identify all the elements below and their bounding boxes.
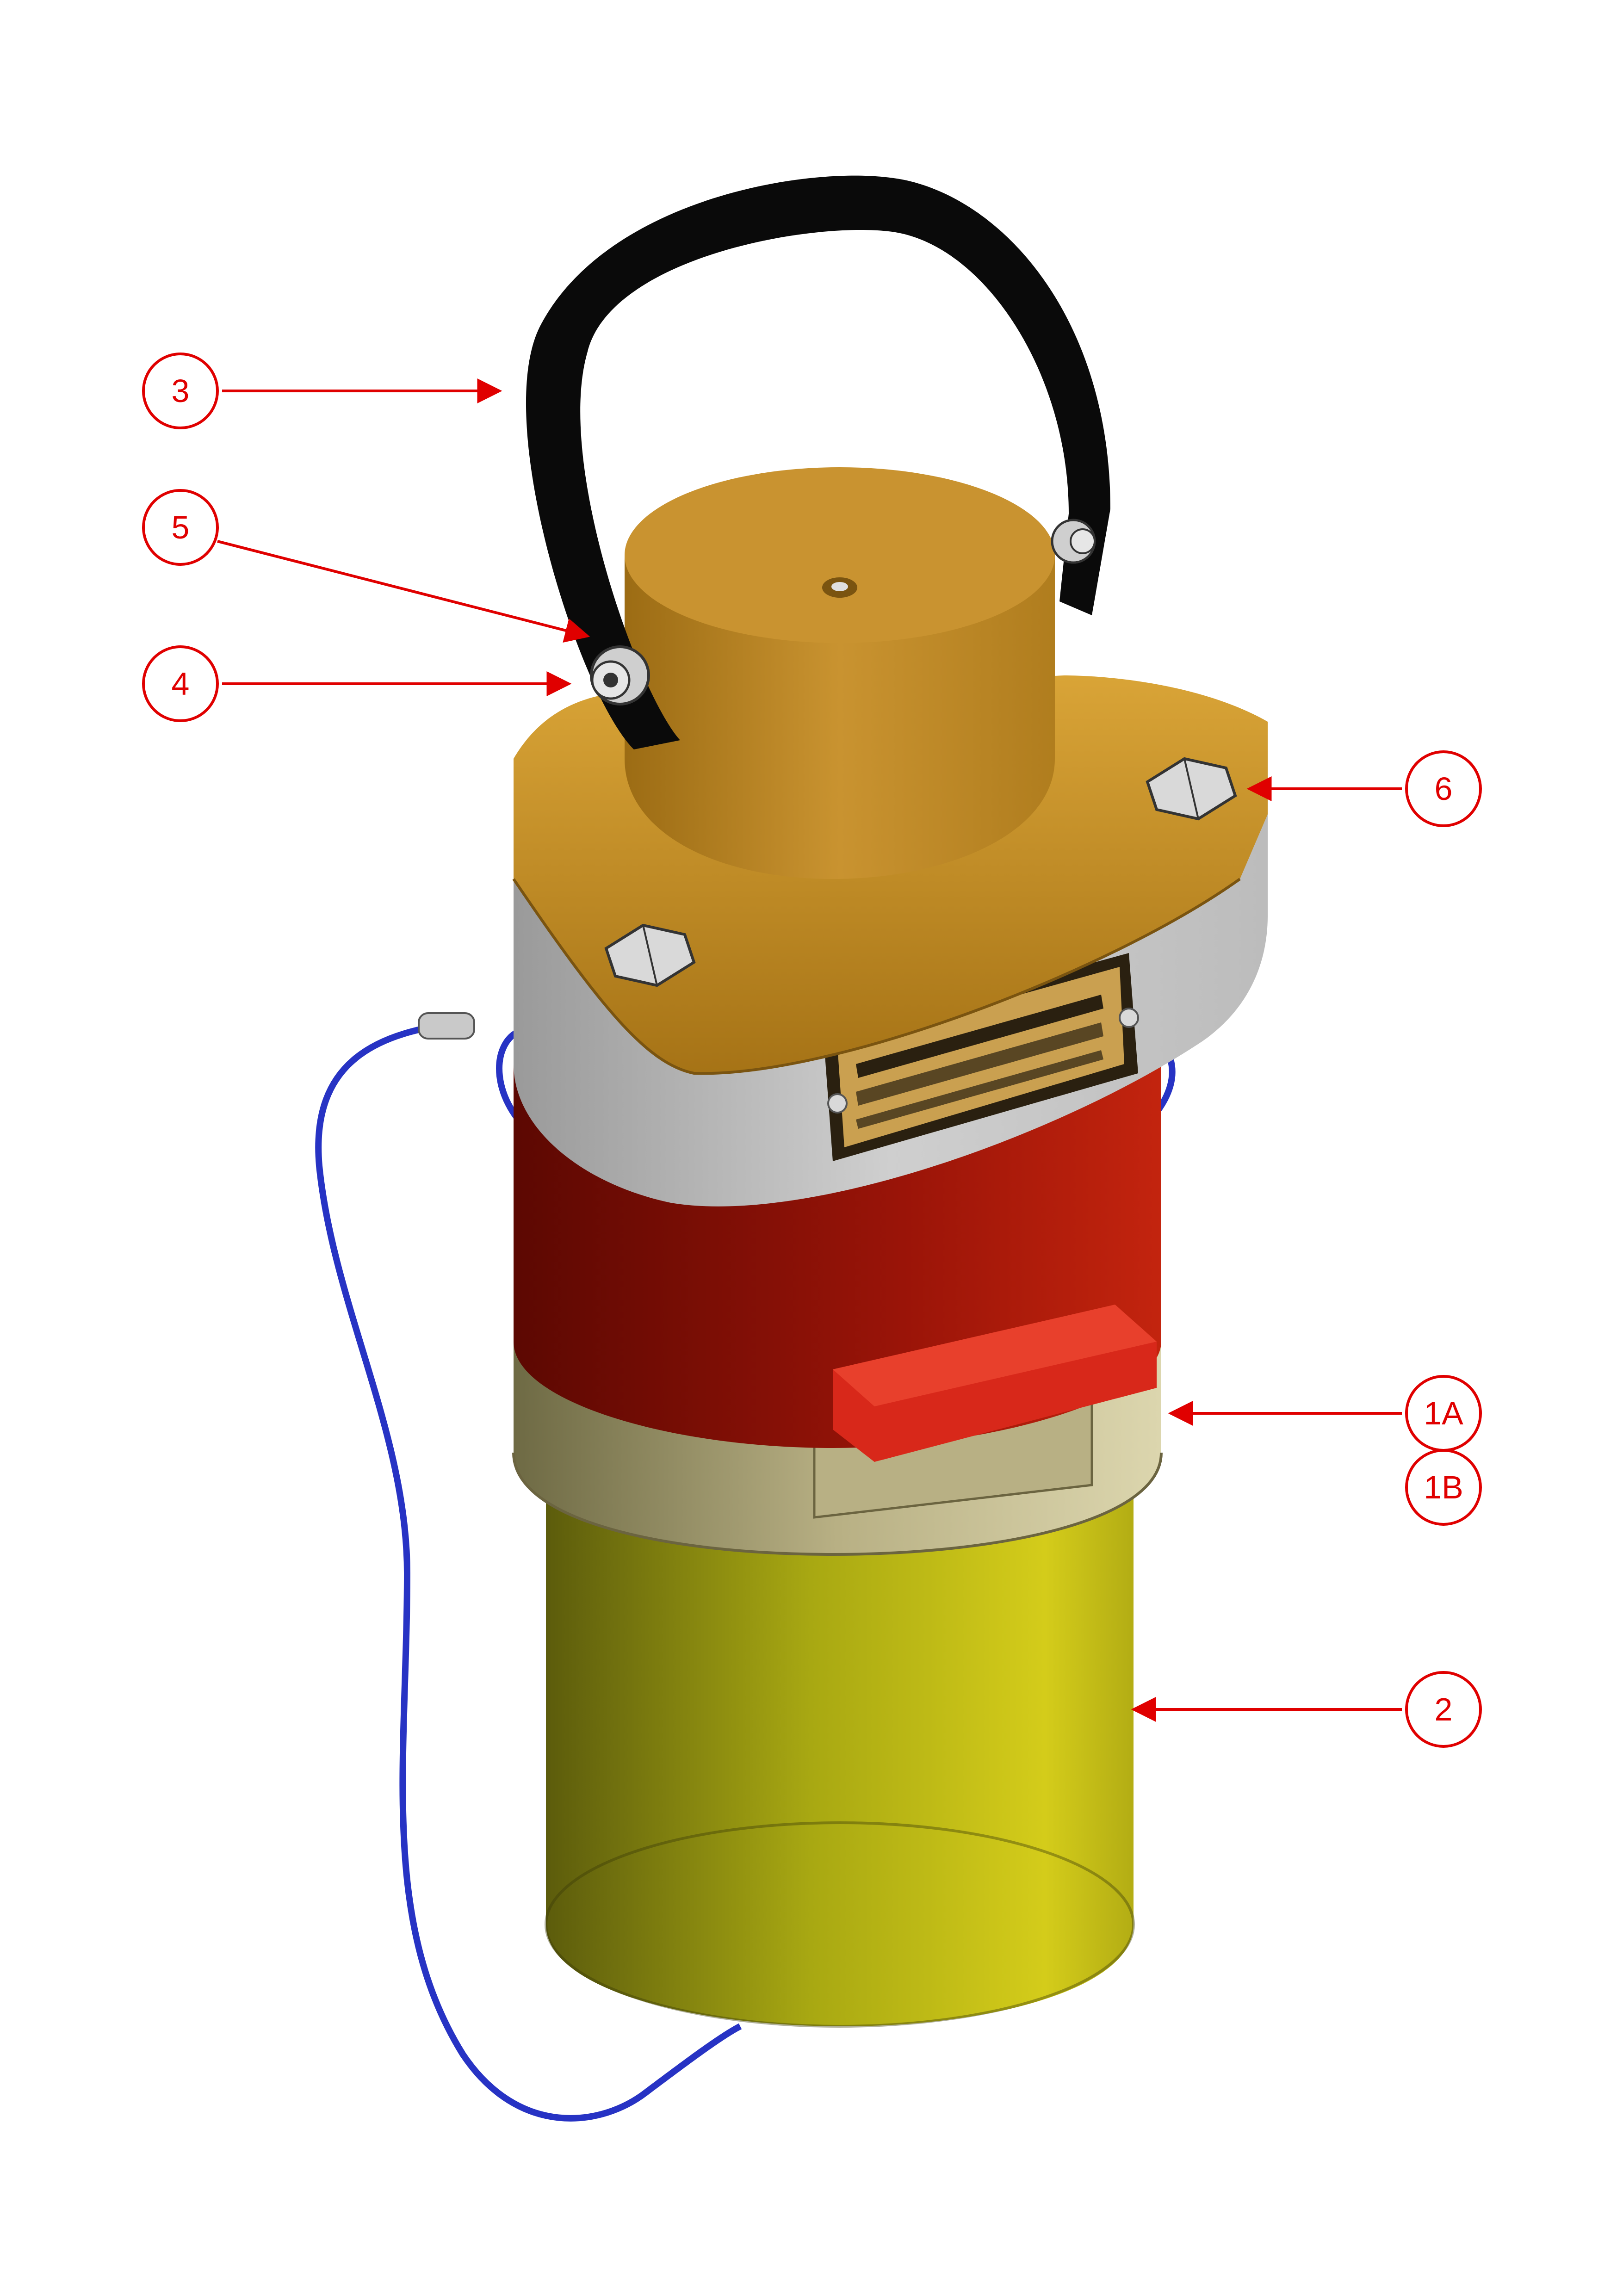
- cap: [512, 467, 1268, 1075]
- callout-label: 3: [172, 373, 190, 409]
- callout-label: 4: [172, 666, 190, 702]
- callout-label: 5: [172, 509, 190, 545]
- callout-2: 2: [1131, 1671, 1482, 1748]
- callout-label: 6: [1435, 771, 1453, 807]
- callout-3: 3: [142, 353, 502, 429]
- nameplate-icon: [824, 953, 1139, 1161]
- canister: [545, 1499, 1135, 2028]
- callout-label: 2: [1435, 1691, 1453, 1727]
- callout-5: 5: [142, 489, 590, 643]
- callout-6: 6: [1246, 750, 1482, 827]
- callouts: 3 5 4 6 1A 1B: [142, 353, 1482, 1748]
- hex-bolt-icon: [604, 757, 1237, 987]
- callout-1A: 1A: [1168, 1375, 1482, 1452]
- callout-label: 1A: [1424, 1395, 1463, 1431]
- callout-4: 4: [142, 645, 572, 722]
- strap-handle-icon: [526, 175, 1110, 749]
- callout-label: 1B: [1424, 1469, 1463, 1505]
- callout-1B: 1B: [1405, 1449, 1482, 1526]
